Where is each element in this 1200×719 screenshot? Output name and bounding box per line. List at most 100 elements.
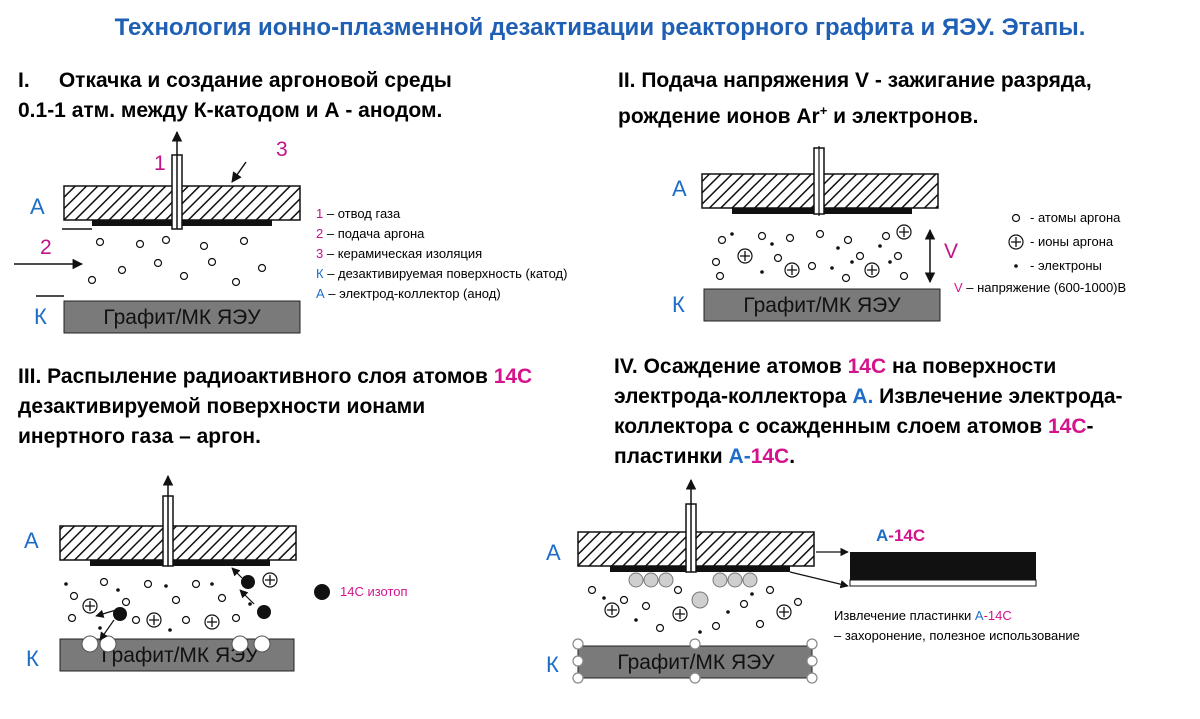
stage3-sputter-craters <box>81 635 271 653</box>
argon-atom <box>171 595 181 605</box>
legend-text: – напряжение (600-1000)В <box>962 280 1127 295</box>
stage1-cathode-label: К <box>34 304 47 329</box>
stage1-heading: I. Откачка и создание аргоновой среды 0.… <box>18 66 452 126</box>
extracted-plate-layer <box>849 579 1037 587</box>
stage4-selection-handles <box>572 638 818 684</box>
legend-item: 1 – отвод газа <box>316 204 567 224</box>
stage3-sputter-arrows <box>95 567 255 641</box>
stage3-argon-ions <box>82 572 278 630</box>
electron <box>760 270 764 274</box>
plus-icon <box>787 265 797 275</box>
argon-atom <box>843 235 853 245</box>
stage2-heading-line2-end: и электронов. <box>827 105 979 128</box>
stage4-line3-end: - <box>1086 415 1094 438</box>
legend-key: А <box>316 286 325 301</box>
extraction-note-anode: А <box>974 608 984 623</box>
argon-atom <box>793 597 803 607</box>
stage3-heading-line1: III. Распыление радиоактивного слоя атом… <box>18 362 532 392</box>
stage1-marker-1: 1 <box>154 152 166 175</box>
electron <box>836 246 840 250</box>
argon-atom <box>619 595 629 605</box>
argon-atom <box>755 619 765 629</box>
argon-atom <box>239 236 249 246</box>
argon-atom <box>67 613 77 623</box>
electron <box>64 582 68 586</box>
crater <box>99 635 117 653</box>
stage1-diagram: Графит/МК ЯЭУ <box>14 130 301 334</box>
sputter-arrow <box>239 589 255 605</box>
stage2-argon-atoms <box>711 229 909 283</box>
stage3-isotope-label: 14С <box>493 365 533 388</box>
stage2-argon-ions <box>737 224 912 278</box>
stage4-line4-end: . <box>789 445 796 468</box>
stage4-argon-atoms <box>587 585 803 633</box>
electron <box>698 630 702 634</box>
stage2-graphite-label: Графит/МК ЯЭУ <box>743 294 901 317</box>
plus-icon <box>85 601 95 611</box>
plus-icon <box>779 607 789 617</box>
stage2-heading-line1: II. Подача напряжения V - зажигание разр… <box>618 69 1092 92</box>
argon-atom <box>785 233 795 243</box>
handle <box>689 672 701 684</box>
stage4-electrons <box>602 592 754 634</box>
stage1-argon-atoms <box>87 235 267 287</box>
crater <box>253 635 271 653</box>
legend-text: – дезактивируемая поверхность (катод) <box>323 266 568 281</box>
argon-atom <box>815 229 825 239</box>
stage2-cathode-label: К <box>672 292 685 317</box>
handle <box>806 655 818 667</box>
electron <box>850 260 854 264</box>
extraction-note-isotope: -14С <box>983 608 1012 623</box>
extraction-note-line1: Извлечение пластинки А-14С <box>834 608 1012 623</box>
argon-atom <box>207 257 217 267</box>
stage3-anode-label: А <box>24 528 39 553</box>
legend-item: 2 – подача аргона <box>316 224 567 244</box>
stage4-heading-line1: IV. Осаждение атомов 14С на поверхности <box>614 352 1123 382</box>
extracted-plate <box>850 552 1036 580</box>
deposited-atom <box>742 572 758 588</box>
stage3-graphite-label: Графит/МК ЯЭУ <box>101 644 259 667</box>
stage4-line2-anode: А. <box>852 385 874 408</box>
argon-atom <box>217 593 227 603</box>
handle <box>572 672 584 684</box>
electron <box>98 626 102 630</box>
stage4-line4-dash: - <box>743 445 751 468</box>
stage4-heading-line4: пластинки А-14С. <box>614 442 1123 472</box>
c14-atom <box>257 605 271 619</box>
electron <box>750 592 754 596</box>
extraction-note-line2: – захоронение, полезное использование <box>834 628 1080 643</box>
ion-impact-arrow <box>99 619 115 641</box>
electron <box>168 628 172 632</box>
argon-atom <box>181 615 191 625</box>
argon-atom <box>673 585 683 595</box>
stage1-graphite-block <box>63 300 301 334</box>
extract-arrow-bottom <box>789 571 849 589</box>
deposited-atom <box>691 591 709 609</box>
argon-atom <box>179 271 189 281</box>
stage3-c14-atoms <box>113 575 271 621</box>
argon-atom <box>711 621 721 631</box>
handle <box>572 638 584 650</box>
argon-atom <box>87 275 97 285</box>
argon-atom <box>807 261 817 271</box>
argon-atom <box>855 251 865 261</box>
stage3-heading-line3: инертного газа – аргон. <box>18 425 261 448</box>
stage3-anode-plate <box>90 560 270 566</box>
stage4-line4-isotope: 14С <box>750 445 790 468</box>
stage4-heading: IV. Осаждение атомов 14С на поверхности … <box>614 352 1123 472</box>
argon-atom <box>121 597 131 607</box>
argon-atom <box>143 579 153 589</box>
plus-icon <box>740 251 750 261</box>
argon-atom <box>199 241 209 251</box>
argon-atom <box>99 577 109 587</box>
argon-atom <box>739 599 749 609</box>
legend-item: 3 – керамическая изоляция <box>316 244 567 264</box>
stage2-legend-voltage: V – напряжение (600-1000)В <box>954 280 1126 295</box>
argon-atom <box>717 235 727 245</box>
argon-atom <box>587 585 597 595</box>
argon-atom <box>655 623 665 633</box>
stage3-argon-atoms <box>67 577 241 625</box>
plate-label-anode: А <box>876 526 889 545</box>
stage2-heading-line2: рождение ионов Ar+ и электронов. <box>618 96 1092 132</box>
stage1-heading-line2: 0.1-1 атм. между К-катодом и А - анодом. <box>18 99 443 122</box>
